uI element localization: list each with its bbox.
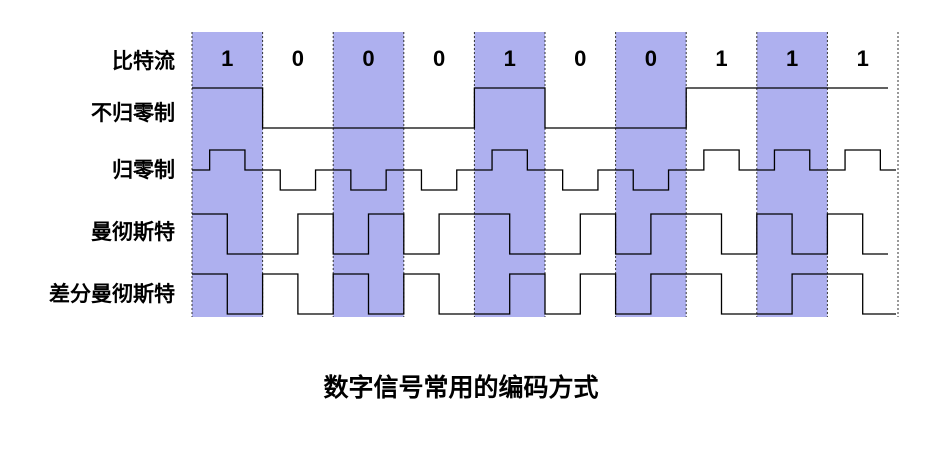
row-label-rz: 归零制 [112, 158, 175, 182]
highlight-column [474, 32, 545, 317]
bit-value: 1 [504, 46, 516, 71]
bit-value: 0 [433, 46, 445, 71]
nrz-waveform [192, 87, 888, 129]
highlight-columns [192, 32, 828, 317]
bit-value: 1 [221, 46, 233, 71]
bit-value: 0 [292, 46, 304, 71]
bit-dividers [191, 32, 899, 317]
manchester-waveform [192, 213, 888, 255]
diagram-caption: 数字信号常用的编码方式 [323, 373, 598, 402]
bit-value: 1 [786, 46, 798, 71]
bit-value: 0 [645, 46, 657, 71]
highlight-column [192, 32, 263, 317]
bit-value: 1 [857, 46, 869, 71]
highlight-column [615, 32, 687, 317]
highlight-column [756, 32, 828, 317]
bit-values: 1 0 0 0 1 0 0 1 1 1 [221, 46, 869, 71]
bit-value: 0 [362, 46, 374, 71]
row-label-nrz: 不归零制 [91, 101, 175, 125]
bit-value: 1 [715, 46, 727, 71]
row-label-manchester: 曼彻斯特 [91, 220, 175, 244]
bit-value: 0 [574, 46, 586, 71]
highlight-column [333, 32, 404, 317]
diff-manchester-waveform [192, 273, 896, 315]
rz-waveform [192, 149, 896, 191]
row-label-diff-manchester: 差分曼彻斯特 [49, 282, 175, 306]
row-label-bitstream: 比特流 [112, 49, 175, 73]
